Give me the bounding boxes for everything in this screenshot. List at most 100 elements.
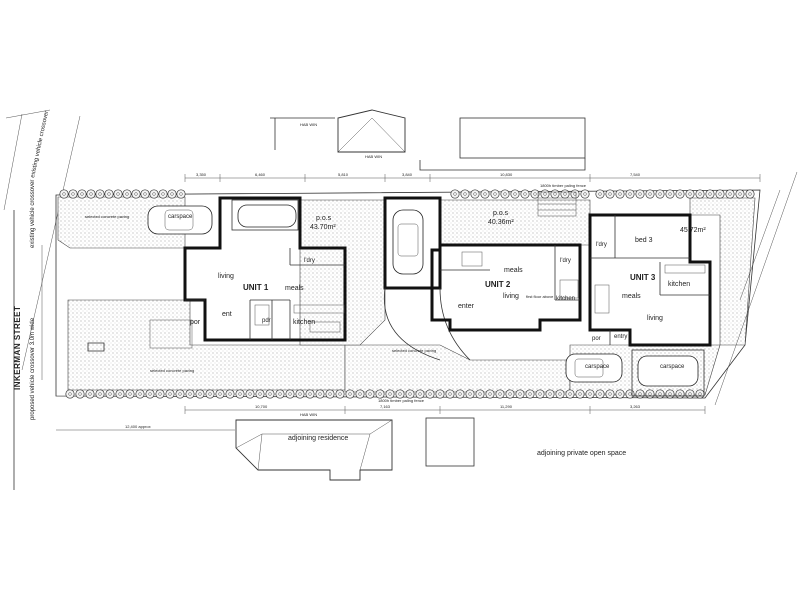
unit-1-kitchen: kitchen [293,319,315,326]
tree [645,189,655,199]
tree [85,389,95,399]
unit-3-kitchen: kitchen [668,281,690,288]
tree [540,189,550,199]
tree [77,189,87,199]
unit-1-pos-area: 43.70m² [310,224,336,231]
paving-note-1: selected concrete paving [85,214,129,219]
tree [635,389,645,399]
tree [545,389,555,399]
tree [675,189,685,199]
tree [455,389,465,399]
tree [525,389,535,399]
tree [645,389,655,399]
tree [325,389,335,399]
unit-2-label: UNIT 2 [485,280,511,289]
right-boundary-lines [714,171,798,406]
tree [490,189,500,199]
tree [520,189,530,199]
tree [450,189,460,199]
tree [285,389,295,399]
tree [305,389,315,399]
dim-bottom-1: 10,700 [255,404,268,409]
tree [145,389,155,399]
tree [605,389,615,399]
tree [695,189,705,199]
tree [500,189,510,199]
unit-3-ldry: l'dry [596,242,607,248]
fence-note-top: 1800h timber paling fence [540,183,587,188]
tree [505,389,515,399]
tree [295,389,305,399]
unit-1-living: living [218,273,234,280]
tree [245,389,255,399]
tree [275,389,285,399]
dim-top-2: 6,460 [255,172,266,177]
unit-1-por: por [190,319,201,326]
tree [685,189,695,199]
unit-2-pos: p.o.s [493,210,509,217]
tree [155,389,165,399]
hab-win-mid: HAB WIN [365,154,382,159]
tree [685,389,695,399]
tree [615,389,625,399]
tree [435,389,445,399]
adjoining-open-space-label: adjoining private open space [537,450,626,457]
tree [355,389,365,399]
tree [149,189,159,199]
tree [75,389,85,399]
tree [655,389,665,399]
tree [595,389,605,399]
tree [625,389,635,399]
unit-1-cars: carspace [147,199,299,235]
tree [470,189,480,199]
tree [675,389,685,399]
tree [265,389,275,399]
tree [495,389,505,399]
street-boundary-lines [3,109,81,490]
tree [205,389,215,399]
tree [635,189,645,199]
tree [655,189,665,199]
dim-setback: 12,400 approx [125,424,151,429]
tree [665,389,675,399]
dim-top-6: 7,540 [630,172,641,177]
street-name: INKERMAN STREET [13,306,22,390]
tree [113,189,123,199]
tree [605,189,615,199]
unit-2-plan: UNIT 2 meals living kitchen enter l'dry … [430,191,582,332]
hab-win-top: HAB WIN [300,122,317,127]
tree [565,389,575,399]
tree [122,189,132,199]
tree [560,189,570,199]
tree [715,189,725,199]
hab-win-bottom: HAB WIN [300,412,317,417]
tree [515,389,525,399]
unit-3-bed: bed 3 [635,237,653,244]
tree [235,389,245,399]
tree [580,189,590,199]
tree [95,189,105,199]
tree [695,389,705,399]
tree [225,389,235,399]
unit-1-pos: p.o.s [316,215,332,222]
tree [725,189,735,199]
top-dimension-line: 3,350 6,460 5,810 3,840 10,830 7,540 [184,172,761,182]
carspace-mid: carspace [585,364,610,370]
unit-1-label: UNIT 1 [243,283,269,292]
unit-3-por: por [592,336,601,342]
adjoining-residence: adjoining residence [235,417,475,481]
paving-note-2: selected concrete paving [150,368,194,373]
tree [59,189,69,199]
tree [365,389,375,399]
tree [255,389,265,399]
tree [65,389,75,399]
unit-1-meals: meals [285,285,304,292]
tree [535,389,545,399]
tree [140,189,150,199]
tree [705,189,715,199]
tree [460,189,470,199]
tree [345,389,355,399]
existing-crossover-mid: existing vehicle crossover [30,180,36,248]
tree [665,189,675,199]
